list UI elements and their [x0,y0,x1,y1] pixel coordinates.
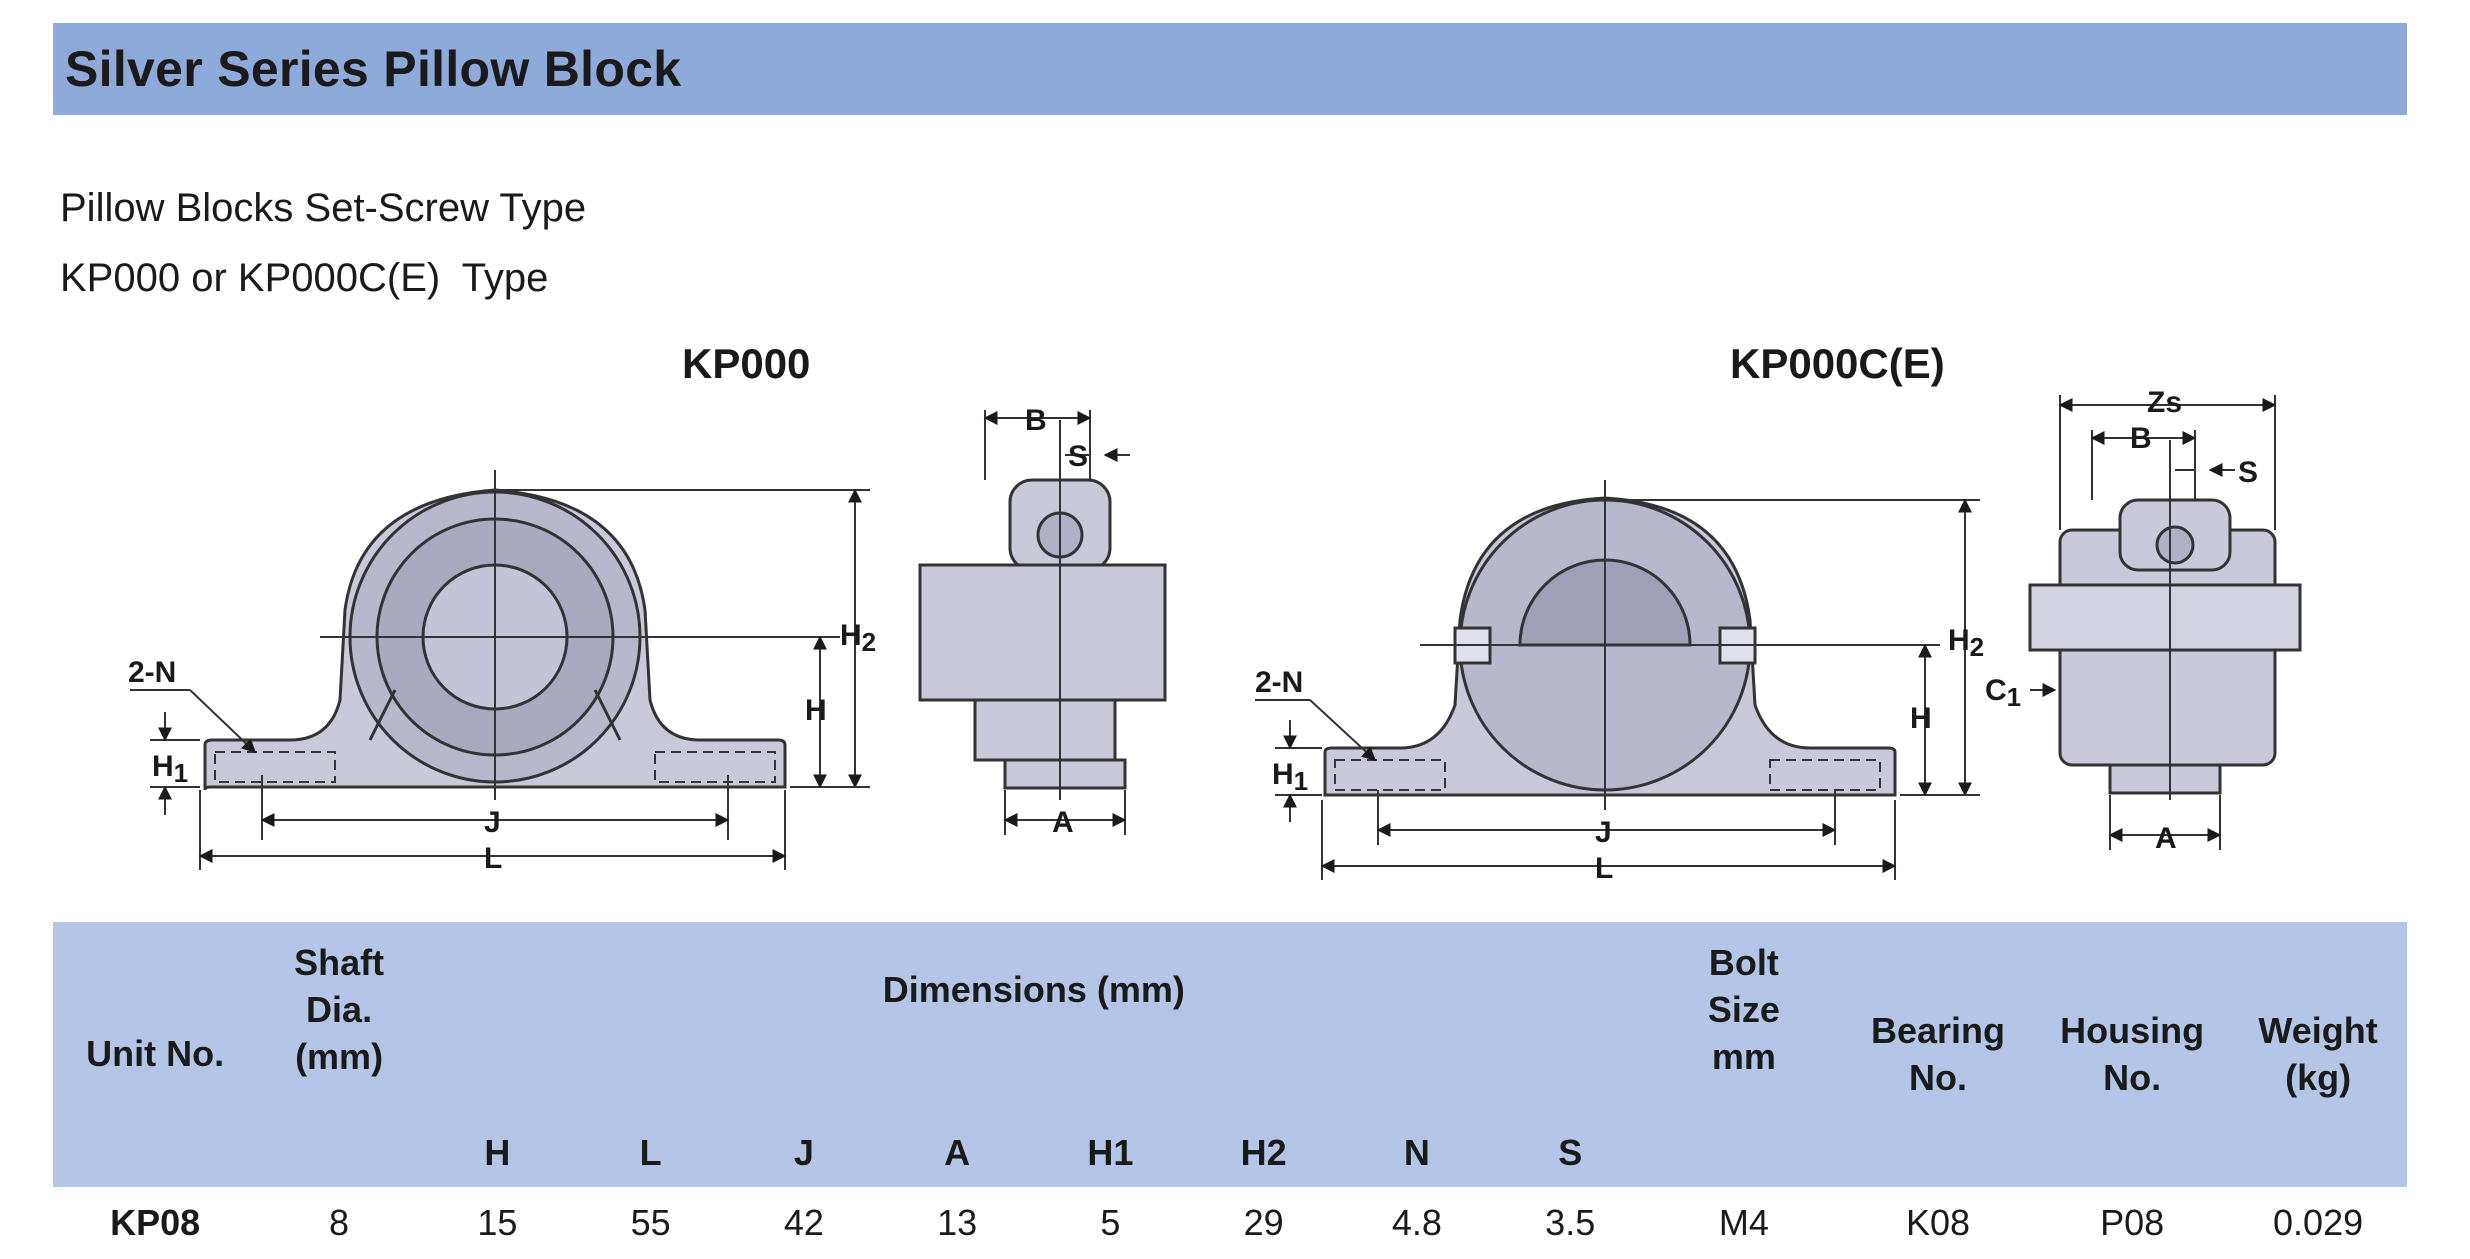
label-c1-side: C1 [1985,674,2021,712]
kp000-side-dims [983,410,1130,835]
model-label-kp000: KP000 [682,340,811,387]
label-h-front: H [805,694,827,727]
model-label-kp000ce: KP000C(E) [1730,340,1945,387]
header-dim-l: L [574,1117,728,1187]
label-h1-ce: H1 [1272,758,1308,796]
kp000-dimension-lines [130,470,870,870]
label-s-side: S [1068,440,1088,473]
kp000-side-view [918,478,1167,790]
kp000-hidden-lines [214,751,776,783]
label-b-side: B [1025,404,1047,437]
label-h2-ce: H2 [1948,624,1984,662]
label-zs-side: Zs [2147,386,2182,419]
header-dim-n: N [1340,1117,1494,1187]
header-housing-no: Housing No. [2035,922,2230,1187]
header-weight: Weight (kg) [2229,922,2407,1187]
header-bearing-no: Bearing No. [1840,922,2036,1187]
header-dim-h1: H1 [1033,1117,1188,1187]
subtitle-models: KP000 or KP000C(E) Type [60,256,549,300]
title-bar: Silver Series Pillow Block [53,23,2407,115]
page-title: Silver Series Pillow Block [65,41,682,97]
header-dim-a: A [880,1117,1034,1187]
technical-drawing: 2-N H1 H H2 J L B S A [128,386,2302,885]
label-h2-front: H2 [840,619,876,657]
kp000ce-front-view [1323,496,1897,797]
header-dim-j: J [727,1117,881,1187]
header-dimensions: Dimensions (mm) [420,922,1647,1117]
label-b-ce-side: B [2130,422,2152,455]
label-j-front: J [484,806,501,839]
kp000ce-dimension-lines [1255,480,1980,880]
header-shaft-dia: Shaft Dia. (mm) [257,922,421,1187]
label-a-ce-side: A [2155,822,2177,855]
kp000ce-hidden-lines [1334,759,1881,791]
kp000ce-side-view [2028,498,2302,795]
label-h1-front: H1 [152,750,188,788]
label-s-ce-side: S [2238,456,2258,489]
header-dim-s: S [1493,1117,1647,1187]
subtitle-type: Pillow Blocks Set-Screw Type [60,186,587,230]
label-l-ce: L [1595,852,1613,885]
label-l-front: L [484,842,502,875]
label-2n-ce: 2-N [1255,666,1303,699]
header-dim-h: H [420,1117,575,1187]
header-bolt-size: Bolt Size mm [1646,922,1841,1187]
header-unit-no: Unit No. [53,922,258,1187]
header-dim-h2: H2 [1187,1117,1341,1187]
label-h-ce: H [1910,702,1932,735]
label-j-ce: J [1595,816,1612,849]
label-a-side: A [1052,806,1074,839]
spec-table: Unit No. Shaft Dia. (mm) Dimensions (mm)… [53,922,2407,1259]
label-2n-front: 2-N [128,656,176,689]
kp000ce-side-dims [2030,395,2277,850]
